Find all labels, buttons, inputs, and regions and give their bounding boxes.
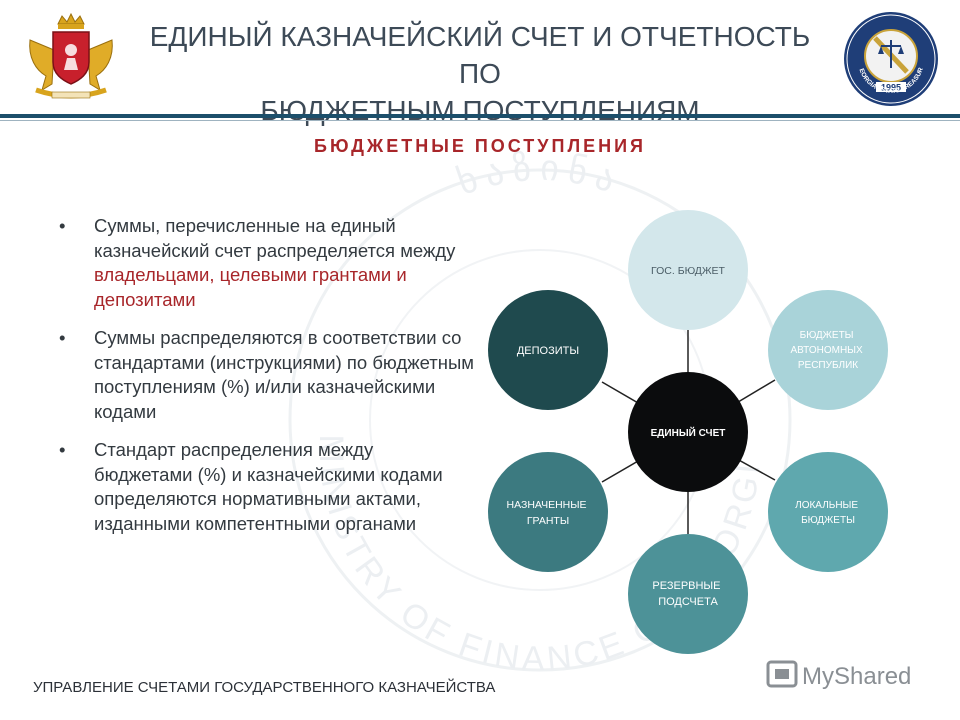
- bullet-item-1: • Суммы, перечисленные на единый казначе…: [56, 214, 476, 312]
- node-local-line-2: БЮДЖЕТЫ: [801, 515, 855, 526]
- node-gos-budget-label: ГОС. БЮДЖЕТ: [651, 265, 726, 277]
- distribution-diagram: ГОС. БЮДЖЕТ БЮДЖЕТЫ АВТОНОМНЫХ РЕСПУБЛИК…: [488, 210, 888, 654]
- node-grants-label: НАЗНАЧЕННЫЕ ГРАНТЫ: [507, 499, 590, 527]
- node-autonomous-line-3: РЕСПУБЛИК: [798, 360, 858, 371]
- footer-text: УПРАВЛЕНИЕ СЧЕТАМИ ГОСУДАРСТВЕННОГО КАЗН…: [33, 679, 496, 696]
- bullet-1-highlight: владельцами, целевыми грантами и депозит…: [94, 264, 407, 310]
- node-reserve-accounts: РЕЗЕРВНЫЕ ПОДСЧЕТА: [628, 534, 748, 654]
- myshared-brand-logo: MyShared: [766, 660, 911, 690]
- section-subtitle: БЮДЖЕТНЫЕ ПОСТУПЛЕНИЯ: [314, 136, 646, 156]
- bullet-2-text: Суммы распределяются в соответствии со с…: [94, 327, 474, 422]
- coat-of-arms-logo: [29, 12, 113, 99]
- bullet-item-2: • Суммы распределяются в соответствии со…: [56, 326, 476, 424]
- watermark-top-text: ხაზინა: [452, 150, 628, 204]
- header-divider-thin: [0, 120, 960, 121]
- node-autonomous-line-1: БЮДЖЕТЫ: [800, 330, 854, 341]
- bullet-dot: •: [59, 327, 66, 348]
- node-assigned-grants: НАЗНАЧЕННЫЕ ГРАНТЫ: [488, 452, 608, 572]
- title-line-2: БЮДЖЕТНЫМ ПОСТУПЛЕНИЯМ: [260, 95, 700, 126]
- header: ЕДИНЫЙ КАЗНАЧЕЙСКИЙ СЧЕТ И ОТЧЕТНОСТЬ ПО…: [0, 0, 960, 126]
- node-reserve-line-2: ПОДСЧЕТА: [658, 596, 718, 608]
- node-autonomous-republics-label: БЮДЖЕТЫ АВТОНОМНЫХ РЕСПУБЛИК: [791, 330, 866, 371]
- node-local-budgets: ЛОКАЛЬНЫЕ БЮДЖЕТЫ: [768, 452, 888, 572]
- node-local-line-1: ЛОКАЛЬНЫЕ: [795, 500, 858, 511]
- node-autonomous-line-2: АВТОНОМНЫХ: [791, 345, 864, 356]
- node-grants-line-2: ГРАНТЫ: [527, 515, 569, 527]
- bullet-list: • Суммы, перечисленные на единый казначе…: [56, 214, 476, 550]
- node-autonomous-republics: БЮДЖЕТЫ АВТОНОМНЫХ РЕСПУБЛИК: [768, 290, 888, 410]
- title-line-1: ЕДИНЫЙ КАЗНАЧЕЙСКИЙ СЧЕТ И ОТЧЕТНОСТЬ ПО: [149, 21, 811, 89]
- node-grants-line-1: НАЗНАЧЕННЫЕ: [507, 499, 587, 511]
- node-reserve-line-1: РЕЗЕРВНЫЕ: [652, 580, 720, 592]
- state-treasury-seal-logo: 1995 GEORGIA · STATE TREASURY: [842, 10, 938, 106]
- page-title: ЕДИНЫЙ КАЗНАЧЕЙСКИЙ СЧЕТ И ОТЧЕТНОСТЬ ПО…: [130, 18, 830, 129]
- center-node-label: ЕДИНЫЙ СЧЕТ: [651, 426, 726, 439]
- bullet-dot: •: [59, 215, 66, 236]
- bullet-3-text: Стандарт распределения между бюджетами (…: [94, 439, 443, 534]
- node-single-account: ЕДИНЫЙ СЧЕТ: [628, 372, 748, 492]
- header-divider: [0, 114, 960, 118]
- node-gos-budget: ГОС. БЮДЖЕТ: [628, 210, 748, 330]
- node-deposits-label: ДЕПОЗИТЫ: [517, 345, 579, 357]
- node-local-budgets-label: ЛОКАЛЬНЫЕ БЮДЖЕТЫ: [795, 500, 861, 526]
- seal-year: 1995: [881, 83, 901, 93]
- brand-text: MyShared: [802, 663, 911, 690]
- bullet-1-text: Суммы, перечисленные на единый казначейс…: [94, 215, 456, 261]
- bullet-item-3: • Стандарт распределения между бюджетами…: [56, 438, 476, 536]
- node-reserve-label: РЕЗЕРВНЫЕ ПОДСЧЕТА: [652, 580, 723, 608]
- node-deposits: ДЕПОЗИТЫ: [488, 290, 608, 410]
- bullet-dot: •: [59, 439, 66, 460]
